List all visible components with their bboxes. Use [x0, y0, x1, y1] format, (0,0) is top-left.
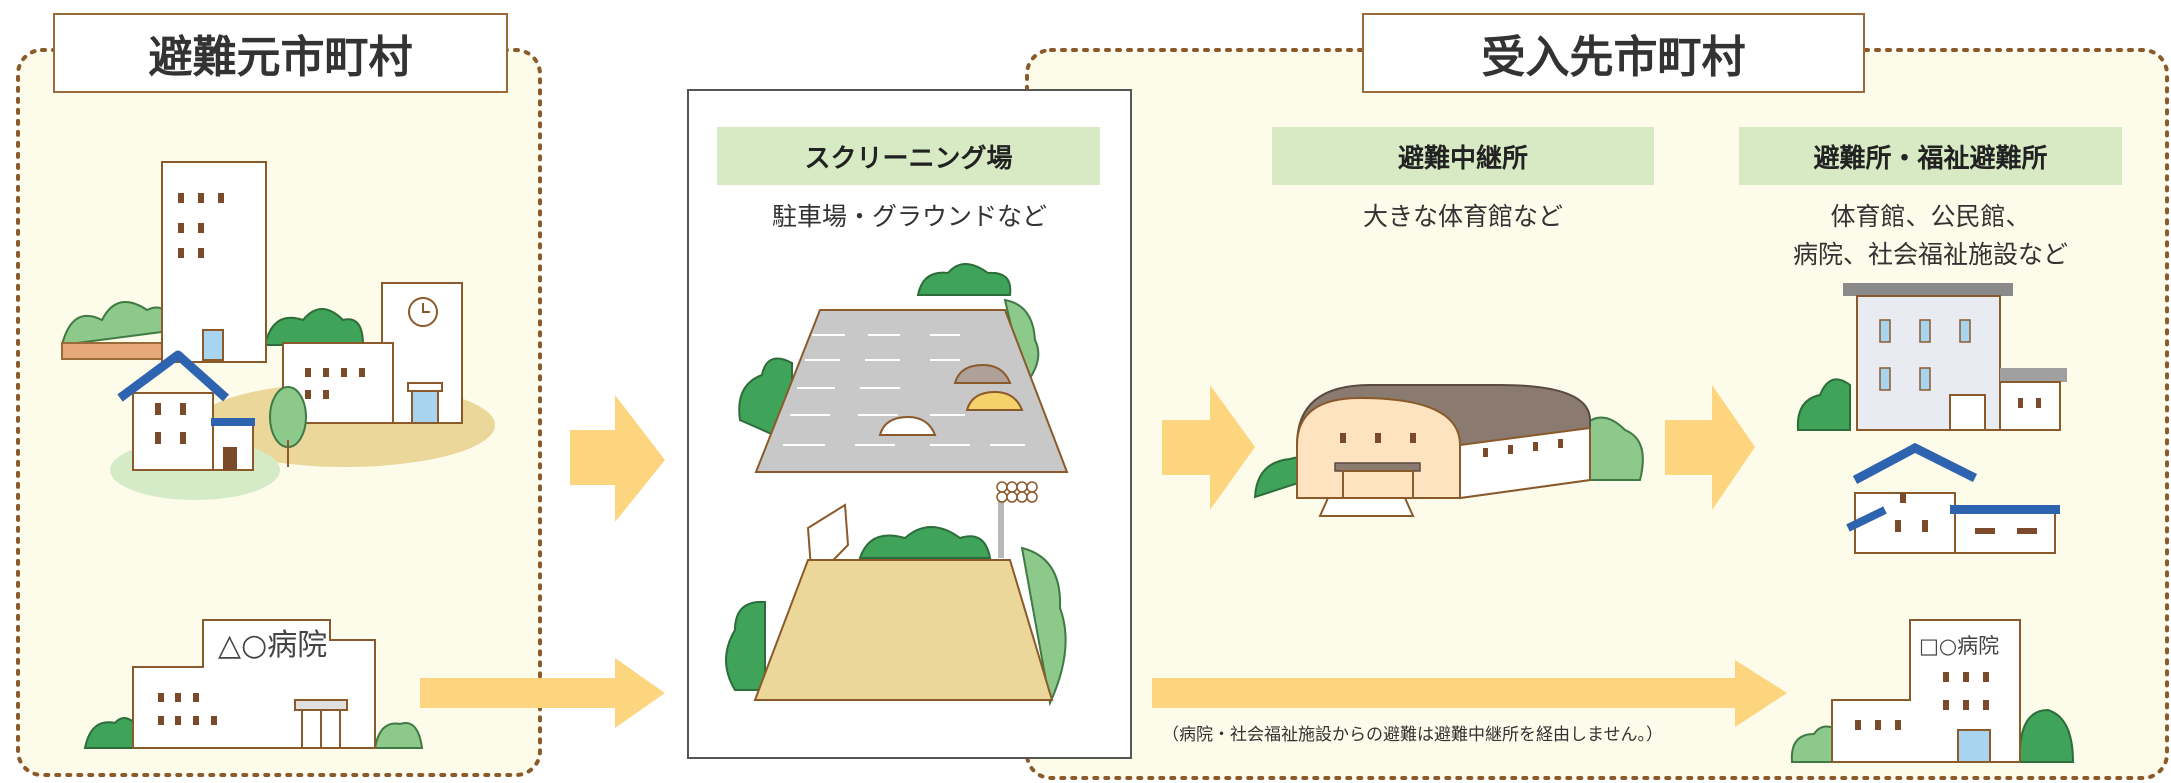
parking-lot-scene: [738, 263, 1069, 473]
screening-caption: 駐車場・グラウンドなど: [771, 202, 1047, 231]
source-region-title: 避難元市町村: [53, 13, 508, 93]
source-hospital-sign: △○病院: [218, 628, 327, 663]
destination-hospital-building: [1790, 619, 2075, 763]
gymnasium-building: [1253, 384, 1644, 517]
destination-region-title: 受入先市町村: [1362, 13, 1865, 93]
sports-ground-scene: [725, 481, 1067, 707]
arrow-town-to-screening: [570, 395, 665, 522]
destination-hospital-sign: □○病院: [1919, 634, 1999, 658]
arrow-hospital-to-screening: [420, 658, 665, 728]
shelter-caption: 体育館、公民館、 病院、社会福祉施設など: [1739, 198, 2122, 274]
town-scene: [60, 161, 495, 500]
relay-label: 避難中継所: [1272, 127, 1654, 185]
arrow-relay-to-shelter: [1665, 385, 1755, 510]
relay-caption: 大きな体育館など: [1362, 202, 1563, 231]
arrow-direct-to-hospital: [1152, 660, 1787, 727]
arrow-screening-to-relay: [1162, 385, 1255, 510]
shelter-label: 避難所・福祉避難所: [1739, 127, 2122, 185]
shelter-buildings: [1796, 283, 2067, 554]
shelter-caption-line2: 病院、社会福祉施設など: [1792, 240, 2068, 269]
source-hospital-building: [83, 619, 424, 749]
route-note: （病院・社会福祉施設からの避難は避難中継所を経由しません。）: [1162, 725, 1663, 745]
destination-region-panel: [1025, 48, 2169, 780]
screening-label: スクリーニング場: [717, 127, 1100, 185]
shelter-caption-line1: 体育館、公民館、: [1830, 202, 2031, 231]
